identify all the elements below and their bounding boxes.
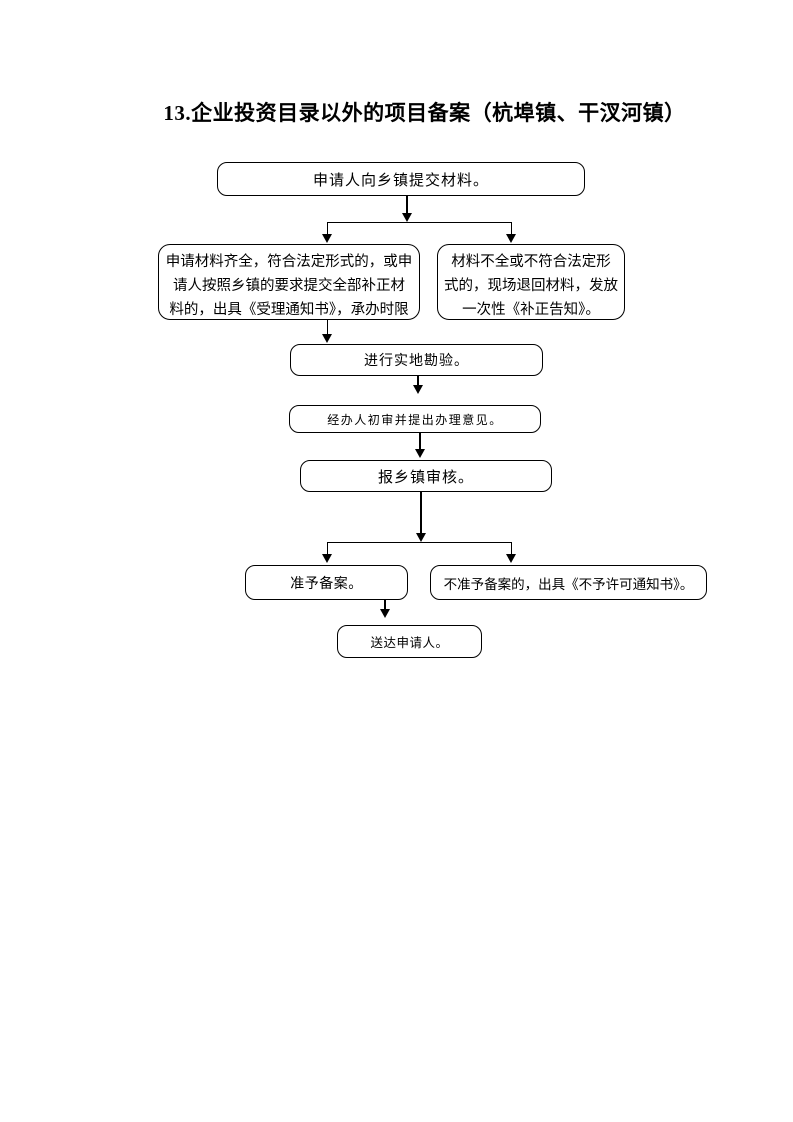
flow-node-initial-review-label: 经办人初审并提出办理意见。 [327, 412, 503, 427]
flow-node-deny: 不准予备案的，出具《不予许可通知书》。 [430, 565, 707, 600]
flow-node-site-inspection: 进行实地勘验。 [290, 344, 543, 376]
arrow-down-icon [322, 554, 332, 563]
arrow-down-icon [322, 334, 332, 343]
arrow-down-icon [413, 385, 423, 394]
flow-node-township-review: 报乡镇审核。 [300, 460, 552, 492]
connector-branch2-right-drop [510, 542, 512, 554]
flow-node-submit: 申请人向乡镇提交材料。 [217, 162, 585, 196]
page-title: 13.企业投资目录以外的项目备案（杭埠镇、干汊河镇） [163, 101, 686, 125]
flow-node-materials-complete: 申请材料齐全，符合法定形式的，或申 请人按照乡镇的要求提交全部补正材 料的，出具… [158, 244, 420, 320]
connector-branch2-left-drop [326, 542, 328, 554]
flow-node-township-review-label: 报乡镇审核。 [377, 469, 474, 486]
arrow-down-icon [322, 234, 332, 243]
connector-review-down [419, 433, 421, 450]
flow-node-deliver-label: 送达申请人。 [370, 636, 449, 650]
flow-node-site-inspection-label: 进行实地勘验。 [364, 354, 469, 369]
flow-node-materials-incomplete-line: 材料不全或不符合法定形 [451, 254, 611, 270]
flow-node-deny-label: 不准予备案的，出具《不予许可通知书》。 [443, 576, 694, 592]
flow-node-materials-complete-line: 料的，出具《受理通知书》，承办时限 [169, 302, 409, 318]
flow-node-materials-complete-line: 请人按照乡镇的要求提交全部补正材 [173, 278, 405, 294]
flow-node-materials-incomplete-line: 一次性《补正告知》。 [462, 302, 600, 318]
flow-node-approve-label: 准予备案。 [290, 576, 363, 592]
connector-branch1-right-drop [510, 222, 512, 235]
connector-inspection-down [417, 376, 419, 386]
connector-branch2-horizontal [326, 541, 512, 543]
flow-node-materials-incomplete: 材料不全或不符合法定形 式的，现场退回材料，发放 一次性《补正告知》。 [437, 244, 625, 320]
arrow-down-icon [506, 554, 516, 563]
arrow-down-icon [380, 609, 390, 618]
arrow-down-icon [415, 449, 425, 458]
arrow-down-icon [416, 533, 426, 542]
connector-township-down [420, 492, 422, 533]
arrow-down-icon [402, 213, 412, 222]
flow-node-materials-complete-line: 申请材料齐全，符合法定形式的，或申 [165, 254, 413, 270]
flow-node-deliver: 送达申请人。 [337, 625, 482, 658]
connector-approve-down [384, 600, 386, 610]
arrow-down-icon [506, 234, 516, 243]
connector-branch1-horizontal [326, 221, 512, 223]
flow-node-initial-review: 经办人初审并提出办理意见。 [289, 405, 541, 433]
connector-complete-down [326, 320, 328, 335]
connector-submit-down [406, 196, 408, 213]
flow-node-submit-label: 申请人向乡镇提交材料。 [312, 172, 489, 189]
connector-branch1-left-drop [326, 222, 328, 235]
flow-node-approve: 准予备案。 [245, 565, 408, 600]
flow-node-materials-incomplete-line: 式的，现场退回材料，发放 [444, 278, 618, 294]
